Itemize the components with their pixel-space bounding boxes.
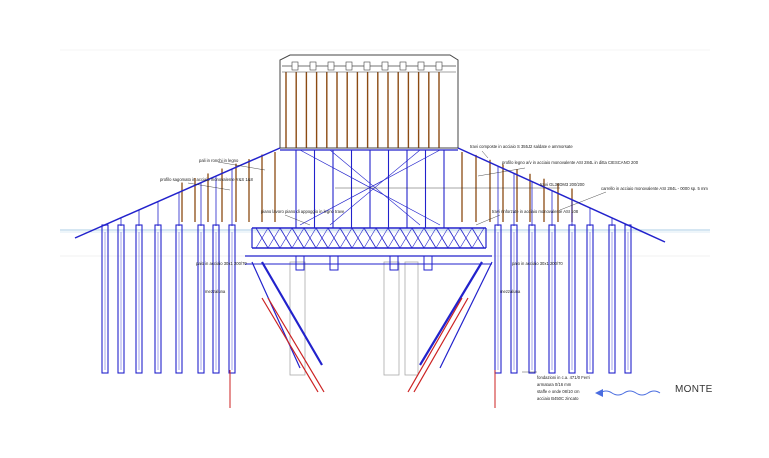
left-slope: [74, 147, 281, 239]
flow-indicator: MONTE: [595, 384, 713, 397]
note-profilo-legno: profilo legno a/v in acciaio monovalente…: [502, 160, 639, 165]
x-brace-4: [329, 149, 421, 226]
note-travi-rinforzo: travi rinforzate in acciaio monovalente …: [492, 209, 579, 214]
note-travi-correnti: travi GL30DM3 200/200: [540, 182, 585, 187]
scaffold-frame: [74, 147, 666, 271]
raker-left: [261, 297, 319, 393]
deck-outline: [279, 54, 459, 148]
annotations: pali in ronchi in legno profilo sagomato…: [160, 144, 708, 401]
leader-5: [559, 191, 607, 211]
leader-2: [481, 150, 489, 159]
truss-counter-diagonal-15: [435, 227, 449, 249]
prop-left-inner: [251, 261, 301, 369]
truss-counter-diagonal-7: [339, 227, 353, 249]
leader-6: [284, 214, 311, 226]
monte-label: MONTE: [675, 384, 713, 395]
truss-counter-diagonal-10: [375, 227, 389, 249]
raker-right: [407, 297, 463, 393]
rakers: [229, 261, 496, 408]
raker-left-b: [267, 297, 325, 393]
note-profilo-sagomato-1: profilo sagomato in acciaio monovalente …: [160, 177, 253, 182]
column-cap-2: [389, 255, 399, 271]
flow-wave: [599, 390, 661, 396]
legend-line-3: staffe e onde 08/10 cm: [537, 389, 580, 394]
note-mezzaluna-dx: mezzaluna: [500, 289, 521, 294]
truss-counter-diagonal-11: [387, 227, 401, 249]
truss-counter-diagonal-18: [471, 227, 485, 249]
truss-counter-diagonal-17: [459, 227, 473, 249]
existing-piers: [289, 261, 419, 376]
legend-line-4: acciaio B450C zincato: [537, 396, 579, 401]
note-mezzaluna-sx: mezzaluna: [205, 289, 226, 294]
leader-7: [475, 214, 501, 226]
deck-block: [291, 61, 299, 71]
truss-counter-diagonal-1: [267, 227, 281, 249]
legend-line-1: fondazioni in c.a. 471/0 Ferri: [537, 375, 590, 380]
raker-right-b: [413, 297, 469, 393]
truss-counter-diagonal-16: [447, 227, 461, 249]
deck-block: [309, 61, 317, 71]
truss-counter-diagonal-2: [279, 227, 293, 249]
flow-arrowhead: [595, 389, 603, 397]
note-palo-sx: palo in acciaio 30x1 200/70: [196, 261, 247, 266]
ghost-pier-2: [404, 261, 419, 376]
leader-1: [187, 182, 231, 191]
prop-right-outer: [419, 261, 483, 366]
prop-right-inner: [439, 261, 493, 369]
leader-0: [217, 161, 266, 171]
bridge-deck: [279, 54, 459, 149]
deck-block: [327, 61, 335, 71]
truss-counter-diagonal-13: [411, 227, 425, 249]
leader-lines: [187, 150, 607, 373]
deck-block: [345, 61, 353, 71]
water-level: [60, 229, 710, 233]
prop-left-outer: [261, 261, 323, 366]
truss-counter-diagonal-4: [303, 227, 317, 249]
truss-counter-diagonal-14: [423, 227, 437, 249]
note-carrello-monte: carrello in acciaio monovalente ASI 284L…: [601, 186, 708, 191]
pile-15: [624, 224, 632, 374]
truss-counter-diagonal-12: [399, 227, 413, 249]
truss-counter-diagonal-0: [255, 227, 269, 249]
leader-3: [477, 167, 526, 177]
truss-counter-diagonal-8: [351, 227, 365, 249]
deck-block: [417, 61, 425, 71]
deck-block: [399, 61, 407, 71]
deck-block: [381, 61, 389, 71]
deck-block: [435, 61, 443, 71]
column-cap-1: [329, 255, 339, 271]
note-travi-composte: travi composte in acciaio S 355J2 saldat…: [470, 144, 573, 149]
ghost-pier-1: [383, 261, 400, 376]
note-palo-dx: palo in acciaio 30x1 200/70: [512, 261, 563, 266]
ghost-pier-0: [289, 261, 306, 376]
legend-line-2: armatura 0/16 mm: [537, 382, 572, 387]
deck-block: [363, 61, 371, 71]
truss-counter-diagonal-9: [363, 227, 377, 249]
truss-counter-diagonal-3: [291, 227, 305, 249]
truss-counter-diagonal-5: [315, 227, 329, 249]
note-pali-legno: pali in ronchi in legno: [199, 158, 239, 163]
column-cap-0: [295, 255, 305, 271]
piles: [101, 166, 632, 374]
truss-counter-diagonal-6: [327, 227, 341, 249]
note-piano-lavoro: piano lavoro piano di appoggio in legno …: [261, 209, 345, 214]
column-cap-3: [423, 255, 433, 271]
